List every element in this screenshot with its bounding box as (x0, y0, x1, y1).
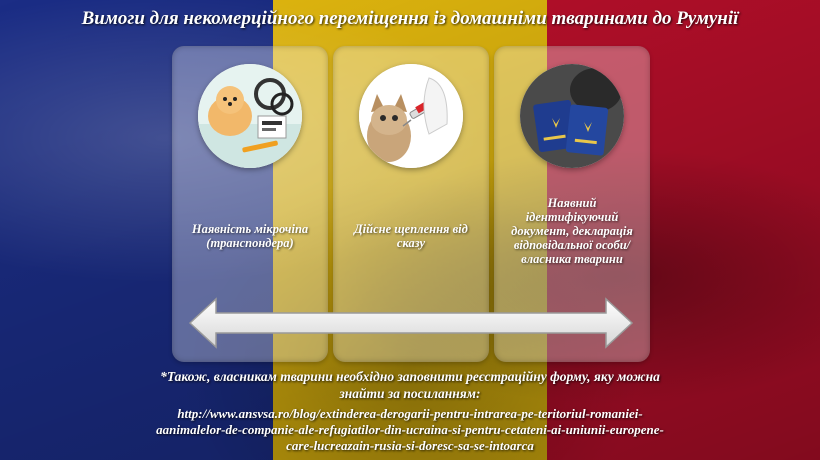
footer-note-line1: *Також, власникам тварини необхідно запо… (160, 369, 660, 384)
page-title: Вимоги для некомерційного переміщення із… (81, 8, 739, 29)
double-arrow-icon (188, 297, 634, 349)
registration-form-link[interactable]: http://www.ansvsa.ro/blog/extinderea-der… (40, 406, 780, 454)
passport-icon (520, 64, 624, 168)
requirement-label-documents: Наявний ідентифікуючий документ, деклара… (511, 196, 633, 266)
link-line3[interactable]: care-lucreazain-rusia-si-doresc-sa-se-in… (286, 438, 534, 453)
footer-note-line2: знайти за посиланням: (339, 386, 481, 401)
requirement-label-vaccination: Дійсне щеплення від сказу (354, 222, 468, 250)
link-line2[interactable]: aanimalelor-de-companie-ale-refugiatilor… (156, 422, 664, 437)
requirement-card-passport: Наявний ідентифікуючий документ, деклара… (494, 46, 650, 362)
requirement-card-vaccination: Дійсне щеплення від сказу (333, 46, 489, 362)
link-line1[interactable]: http://www.ansvsa.ro/blog/extinderea-der… (177, 406, 643, 421)
requirement-label-microchip: Наявність мікрочіпа (транспондера) (191, 222, 309, 250)
kitten-vaccination-icon (359, 64, 463, 168)
requirement-card-microchip: Наявність мікрочіпа (транспондера) (172, 46, 328, 362)
footer-note: *Також, власникам тварини необхідно запо… (60, 368, 760, 402)
puppy-microchip-icon (198, 64, 302, 168)
